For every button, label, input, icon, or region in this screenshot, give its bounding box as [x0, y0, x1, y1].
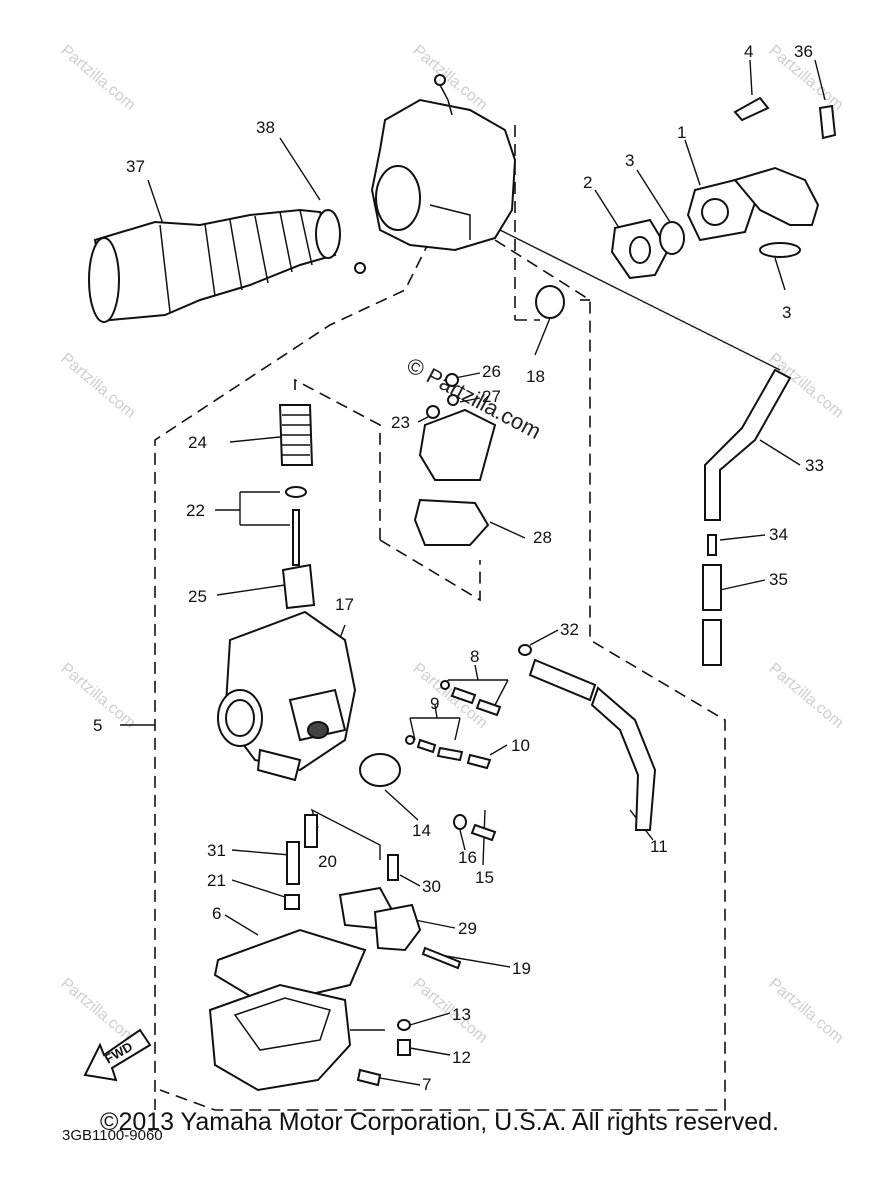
callout-28: 28: [533, 528, 552, 547]
gaskets: [610, 218, 685, 280]
drain-screws: [356, 1019, 411, 1087]
callout-13: 13: [452, 1005, 471, 1024]
callout-38: 38: [256, 118, 275, 137]
callout-6: 6: [212, 904, 221, 923]
callout-24: 24: [188, 433, 207, 452]
callout-23: 23: [391, 413, 410, 432]
intake-manifold: [686, 166, 820, 258]
callout-32: 32: [560, 620, 579, 639]
callout-10: 10: [511, 736, 530, 755]
callout-25: 25: [188, 587, 207, 606]
callout-18: 18: [526, 367, 545, 386]
adjust-screws: [405, 680, 502, 842]
watermark: Partzilla.com: [57, 975, 138, 1047]
bolts: [733, 96, 837, 140]
carburetor-top: [413, 373, 497, 546]
callout-27: 27: [482, 387, 501, 406]
callout-37: 37: [126, 157, 145, 176]
callout-5: 5: [93, 716, 102, 735]
air-cleaner-case: [370, 74, 517, 252]
callout-3: 3: [625, 151, 634, 170]
callout-31: 31: [207, 841, 226, 860]
callout-7: 7: [422, 1075, 431, 1094]
watermark: Partzilla.com: [765, 975, 846, 1047]
drain-hoses: [518, 644, 657, 831]
callout-19: 19: [512, 959, 531, 978]
callout-2: 2: [583, 173, 592, 192]
copyright-footer: ©2013 Yamaha Motor Corporation, U.S.A. A…: [100, 1108, 779, 1136]
cap: [535, 285, 565, 319]
watermark: Partzilla.com: [765, 660, 846, 732]
throttle-slide-assembly: [278, 404, 316, 610]
callout-3: 3: [782, 303, 791, 322]
callout-17: 17: [335, 595, 354, 614]
callout-4: 4: [744, 42, 753, 61]
callout-21: 21: [207, 871, 226, 890]
jets: [284, 814, 399, 910]
diaphragm-cap: [359, 753, 401, 787]
catalog-code: 3GB1100-9060: [62, 1127, 163, 1144]
watermark: Partzilla.com: [57, 42, 138, 114]
callout-labels: 1 2 3 3 4 5 6 7 8 9 10 11 12 13 14 15 16…: [93, 42, 824, 1094]
air-intake-duct: [88, 208, 366, 323]
callout-34: 34: [769, 525, 788, 544]
callout-14: 14: [412, 821, 431, 840]
watermark: Partzilla.com: [409, 660, 490, 732]
callout-29: 29: [458, 919, 477, 938]
parts: FWD: [83, 74, 837, 1092]
assembly-boundaries: [154, 125, 726, 1111]
callout-33: 33: [805, 456, 824, 475]
callout-26: 26: [482, 362, 501, 381]
callout-30: 30: [422, 877, 441, 896]
callout-15: 15: [475, 868, 494, 887]
callout-1: 1: [677, 123, 686, 142]
callout-16: 16: [458, 848, 477, 867]
callout-36: 36: [794, 42, 813, 61]
callout-12: 12: [452, 1048, 471, 1067]
callout-20: 20: [318, 852, 337, 871]
carburetor-body: [217, 610, 357, 782]
callout-22: 22: [186, 501, 205, 520]
float-bowl-gasket: [213, 928, 367, 1007]
watermark: Partzilla.com: [57, 350, 138, 422]
callout-8: 8: [470, 647, 479, 666]
float-bowl: [208, 983, 352, 1092]
callout-9: 9: [430, 694, 439, 713]
callout-35: 35: [769, 570, 788, 589]
vent-hoses: [702, 368, 792, 666]
callout-11: 11: [650, 837, 668, 856]
float-assembly: [338, 886, 462, 970]
watermark: Partzilla.com: [409, 975, 490, 1047]
